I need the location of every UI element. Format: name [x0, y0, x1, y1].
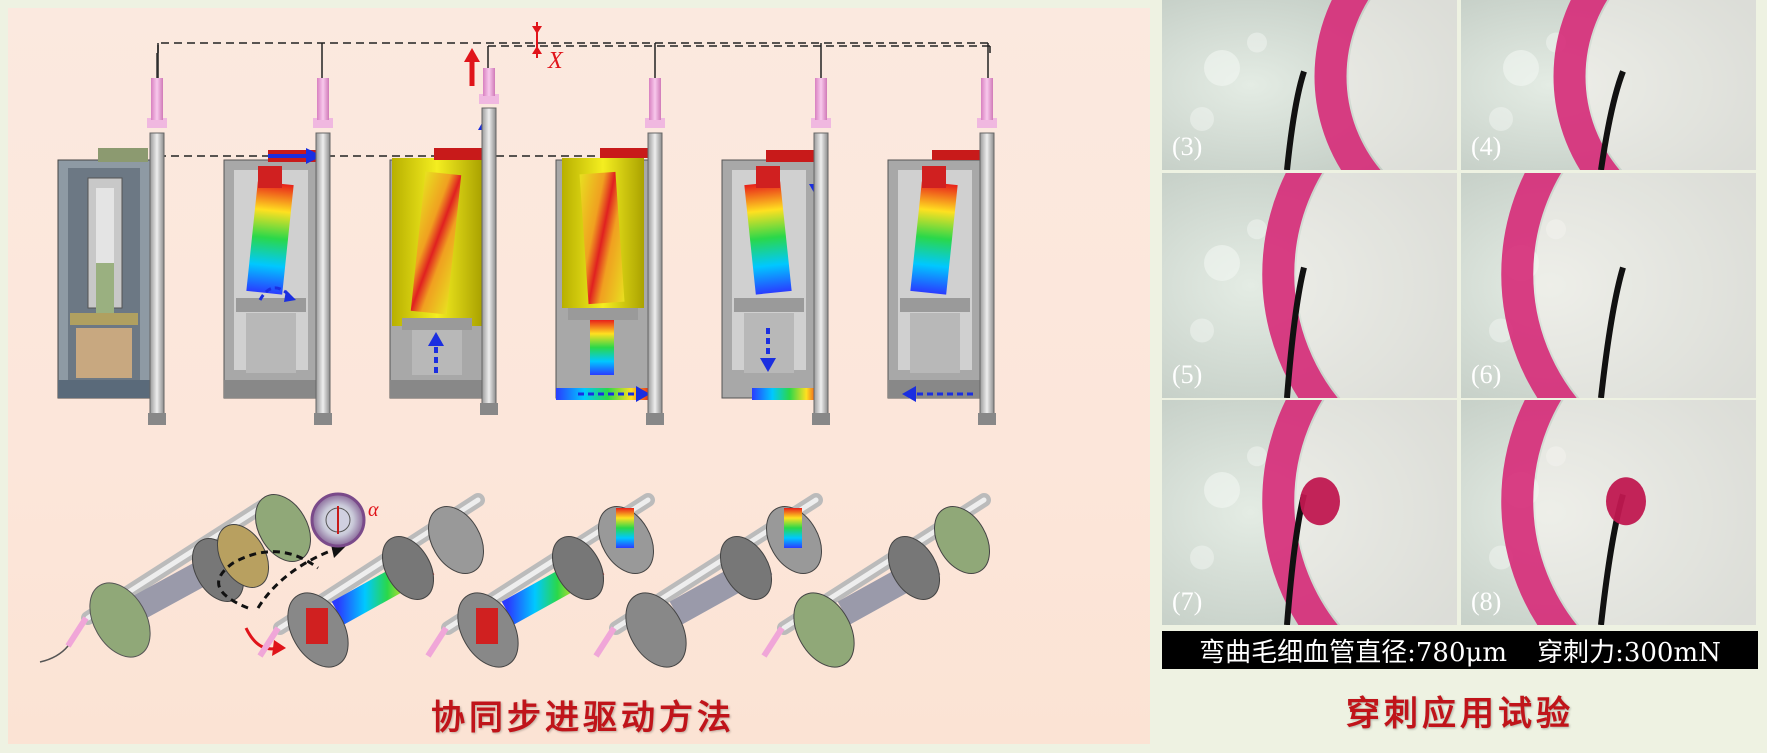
vessel-diameter-text: 弯曲毛细血管直径:780μm	[1199, 637, 1508, 668]
photo-label: (6)	[1471, 360, 1502, 389]
photo-scene	[1461, 173, 1756, 398]
iso-device-1	[39, 494, 311, 663]
needle-4	[645, 78, 665, 425]
experiment-caption: 穿刺应用试验	[1346, 694, 1574, 734]
iso-device-4	[593, 493, 823, 668]
test-info-bar: 弯曲毛细血管直径:780μm 穿刺力:300mN	[1162, 631, 1758, 669]
iso-device-3	[425, 493, 655, 668]
puncture-photo: (6)	[1461, 173, 1756, 398]
stage-6	[887, 150, 986, 399]
angle-label: α	[368, 499, 379, 521]
mechanism-diagram: X	[39, 22, 997, 668]
stage-4	[555, 148, 656, 400]
puncture-photo: (3)	[1162, 0, 1457, 170]
displacement-label: X	[547, 48, 564, 74]
stage-1	[57, 148, 151, 399]
iso-device-2	[257, 493, 485, 668]
photo-label: (3)	[1172, 132, 1203, 161]
iso-device-5	[761, 493, 991, 668]
needle-6	[977, 78, 997, 425]
puncture-photo: (5)	[1162, 173, 1457, 398]
needle-3	[479, 68, 499, 415]
needle-1	[147, 53, 167, 425]
needle-5	[811, 78, 831, 425]
puncture-photo: (4)	[1461, 0, 1756, 170]
method-caption: 协同步进驱动方法	[431, 698, 735, 738]
puncture-photo-grid: (3) (4)	[1160, 0, 1760, 628]
photo-scene	[1162, 173, 1457, 398]
photo-label: (8)	[1471, 587, 1502, 616]
puncture-photo: (7)	[1162, 400, 1457, 625]
puncture-force-text: 穿刺力:300mN	[1537, 637, 1721, 668]
dial: α	[310, 492, 379, 548]
needle-2	[313, 78, 333, 425]
photo-label: (4)	[1471, 132, 1502, 161]
photo-label: (7)	[1172, 587, 1203, 616]
puncture-photo: (8)	[1461, 400, 1756, 625]
photo-scene	[1162, 400, 1457, 625]
stage-2	[223, 150, 319, 399]
photo-label: (5)	[1172, 360, 1203, 389]
photo-scene	[1461, 0, 1756, 170]
mechanism-diagram-panel: X	[8, 8, 1150, 744]
top-dashed-line-1	[157, 42, 991, 53]
photo-scene	[1461, 400, 1756, 625]
photo-scene	[1162, 0, 1457, 170]
